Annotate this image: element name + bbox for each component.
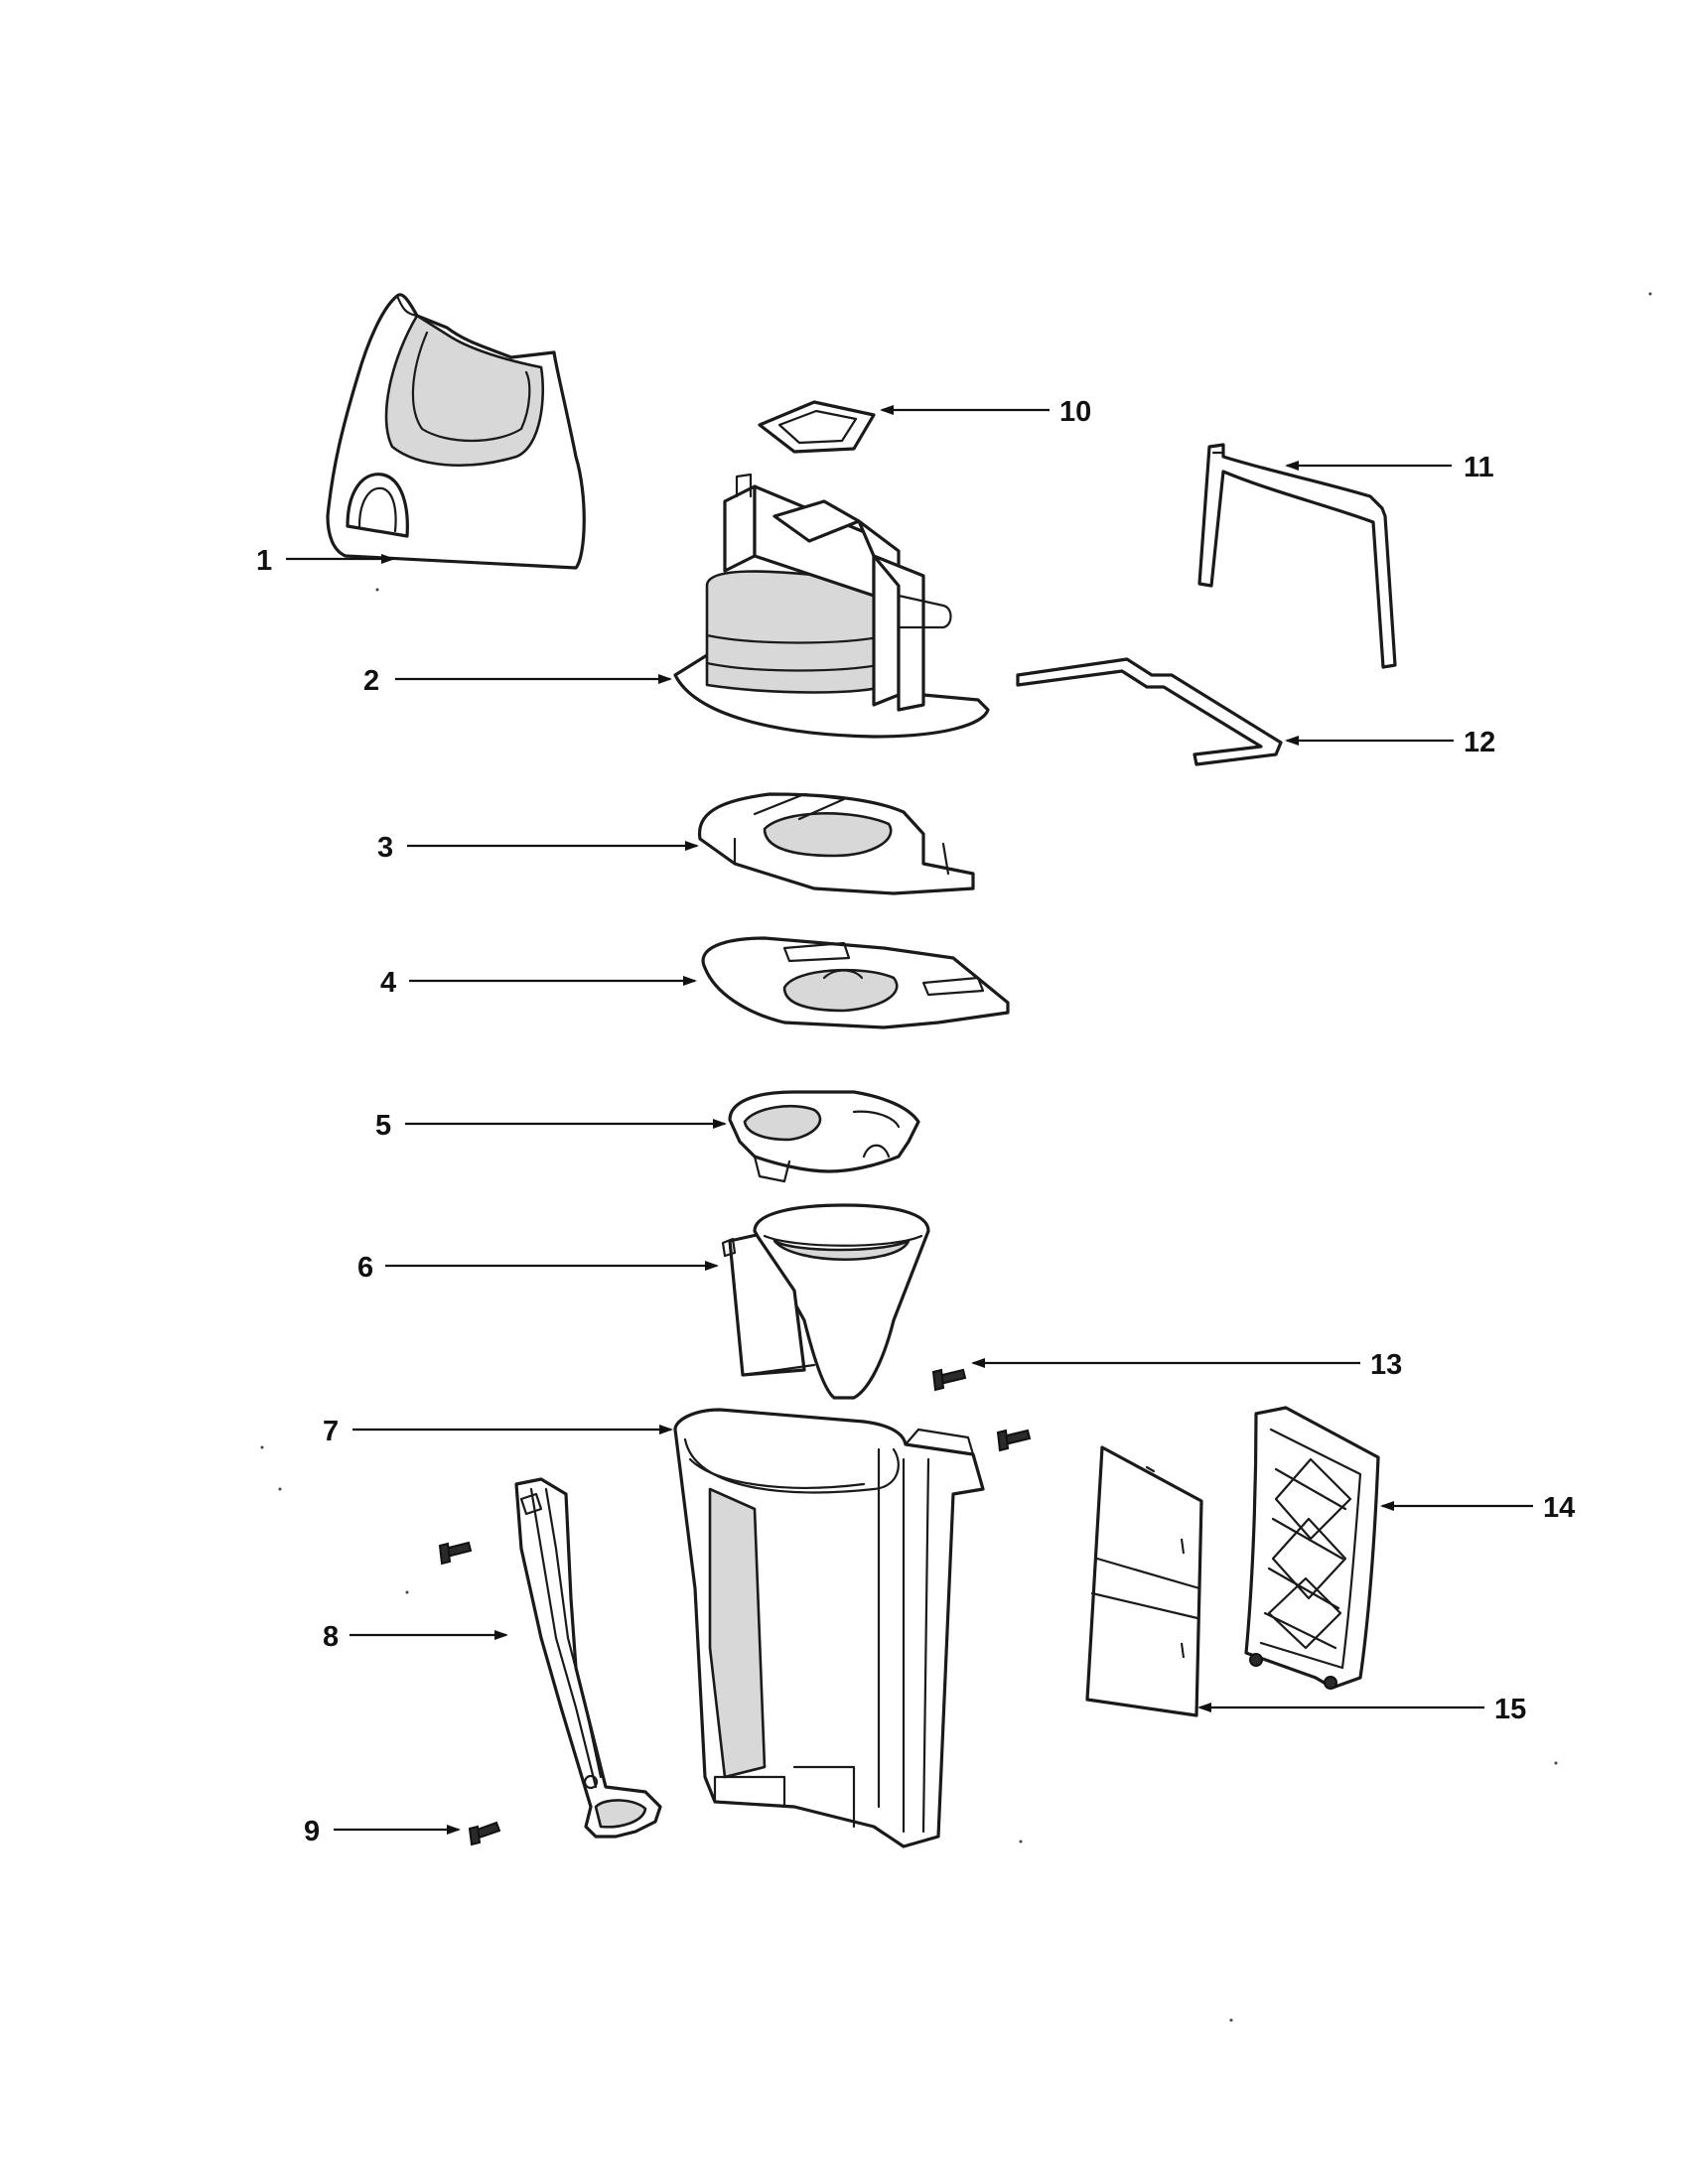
callout-8: 8 xyxy=(323,1621,339,1653)
callout-numbers: 1 2 3 4 5 6 7 8 9 10 11 12 13 14 15 xyxy=(256,396,1575,1847)
part-8-screw xyxy=(438,1541,473,1566)
callout-10: 10 xyxy=(1059,396,1091,428)
part-7-carafe-housing xyxy=(673,1408,985,1848)
part-10-gasket xyxy=(758,400,876,454)
callout-9: 9 xyxy=(304,1816,320,1847)
callout-4: 4 xyxy=(380,967,396,999)
leader-lines xyxy=(286,405,1533,1835)
callout-13: 13 xyxy=(1370,1349,1402,1381)
callout-5: 5 xyxy=(375,1110,391,1142)
callout-14: 14 xyxy=(1543,1492,1575,1524)
part-13-screw xyxy=(931,1368,967,1392)
callout-7: 7 xyxy=(323,1416,339,1447)
callout-3: 3 xyxy=(377,832,393,864)
callout-11: 11 xyxy=(1464,452,1494,483)
part-14-grille xyxy=(1244,1406,1380,1690)
part-15-window-panel xyxy=(1085,1445,1203,1717)
part-8-handle xyxy=(514,1477,662,1839)
part-4-plate xyxy=(701,936,1010,1029)
part-12-rod xyxy=(1016,657,1283,766)
part-5-cup xyxy=(728,1090,920,1183)
callout-2: 2 xyxy=(363,665,379,697)
callout-12: 12 xyxy=(1464,727,1495,758)
callout-6: 6 xyxy=(357,1252,373,1284)
part-11-bracket xyxy=(1197,443,1397,669)
callout-15: 15 xyxy=(1494,1694,1526,1725)
scan-specks xyxy=(260,292,1652,2022)
part-6-filter-basket xyxy=(721,1203,930,1400)
callout-1: 1 xyxy=(256,545,272,577)
part-9-screw xyxy=(468,1821,501,1846)
part-13-screw-2 xyxy=(996,1429,1032,1452)
part-1-top-cover xyxy=(326,293,586,570)
part-3-lower-housing xyxy=(698,792,975,895)
part-2-housing xyxy=(673,473,990,739)
